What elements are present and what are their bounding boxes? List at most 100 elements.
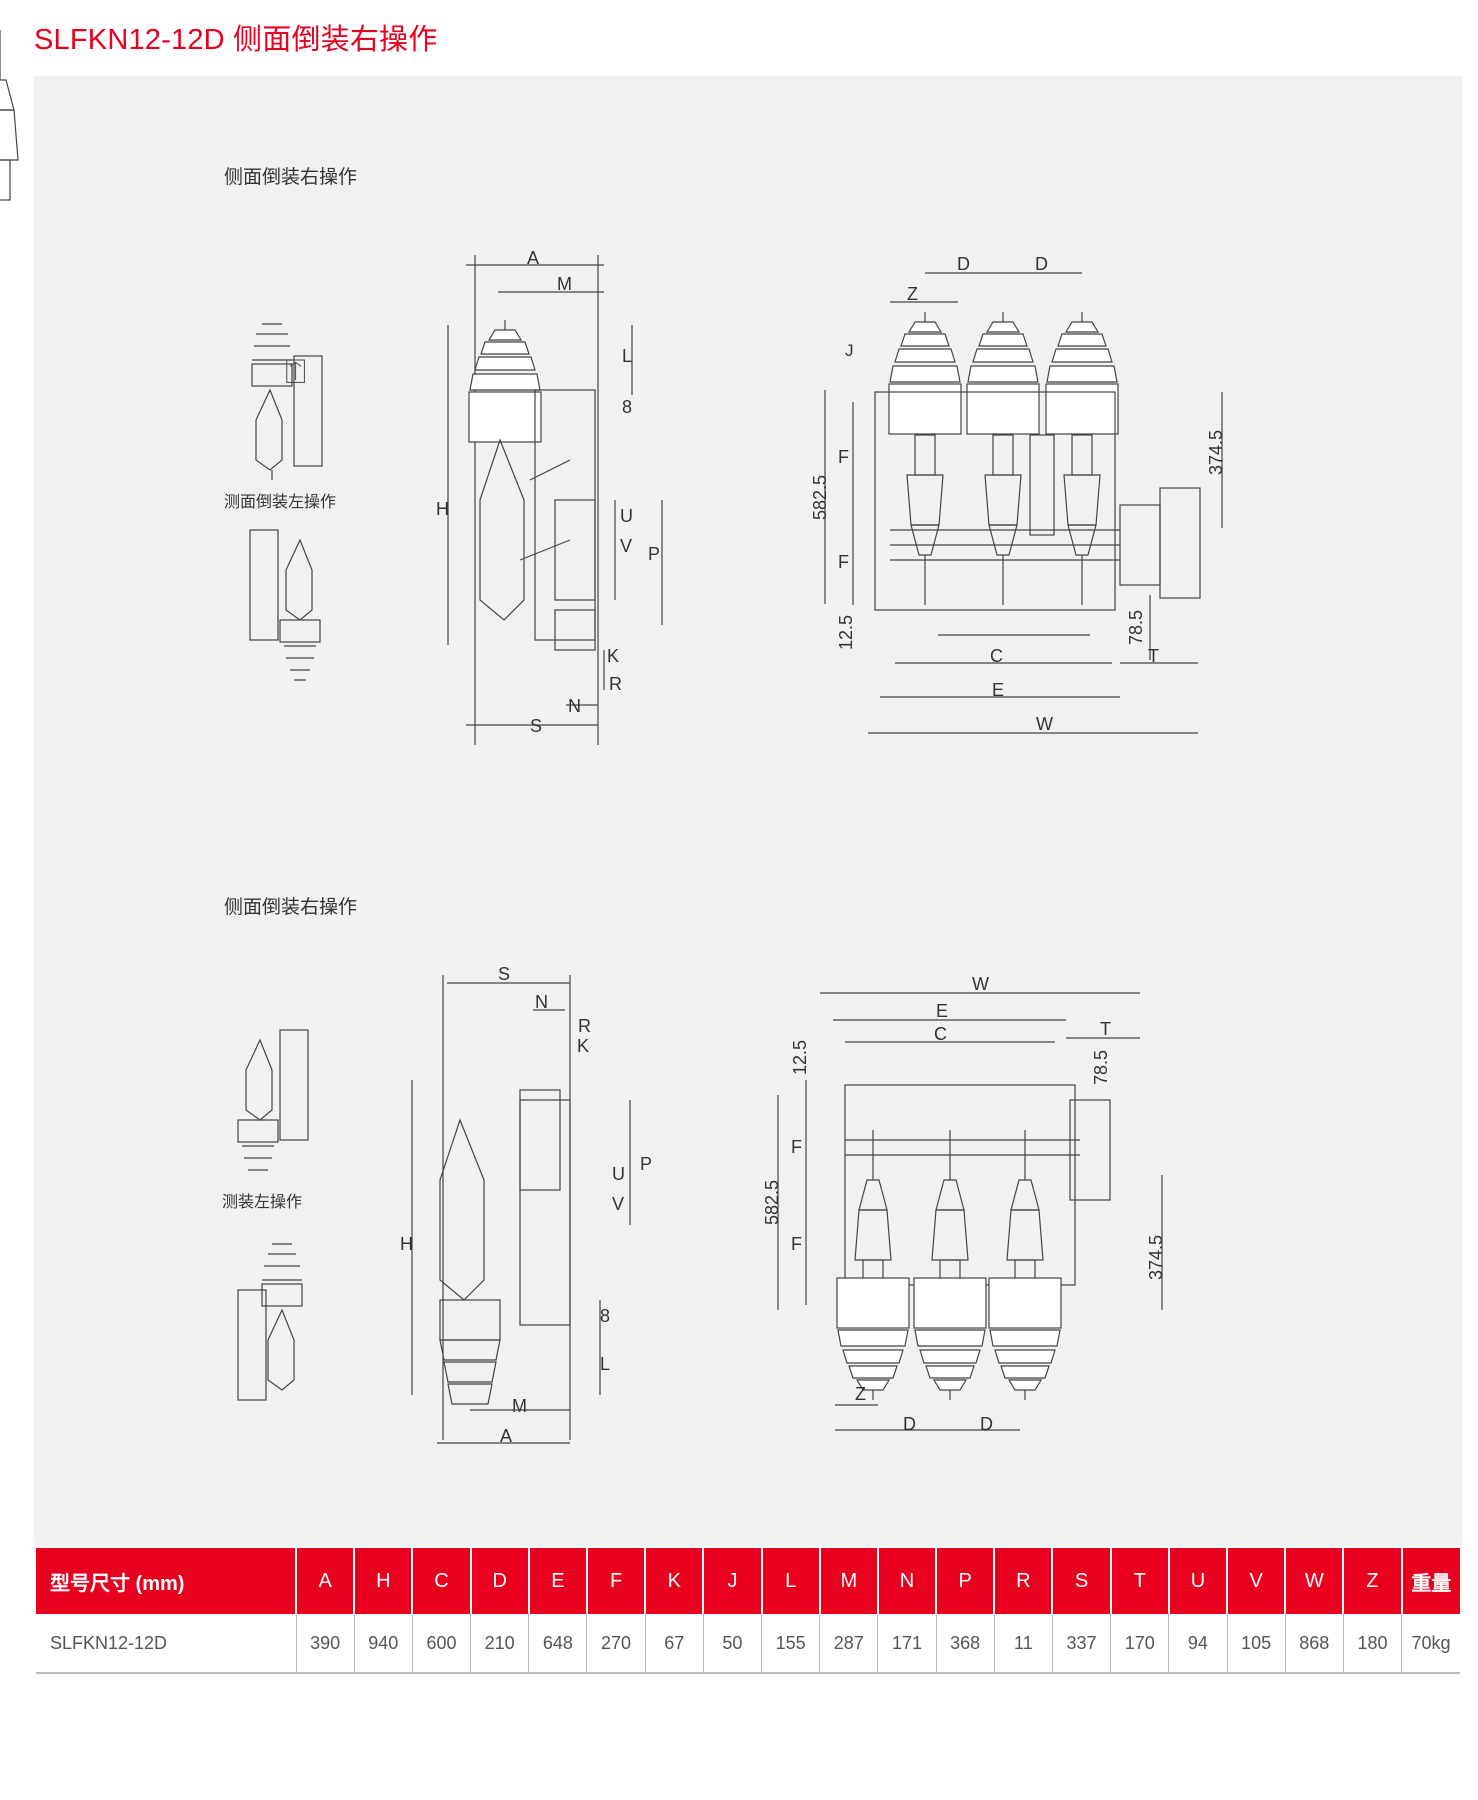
dim-3745-1: 374.5 [1206,430,1226,475]
dim-785-1: 78.5 [1126,610,1146,645]
header-J: J [702,1548,762,1614]
dim-582-2: 582.5 [762,1180,782,1225]
header-D: D [469,1548,529,1614]
dim-T-2: T [1100,1019,1111,1039]
dim-N-2: N [535,992,548,1012]
header-A: A [295,1548,355,1614]
header-Z: Z [1342,1548,1402,1614]
dim-D-1b: D [1035,254,1048,274]
header-weight: 重量 [1400,1548,1460,1614]
dim-C-2: C [934,1024,947,1044]
dim-Z-2: Z [855,1384,866,1404]
dim-E-2: E [936,1001,948,1021]
side-view-small-lower [249,529,321,681]
dim-W-2: W [972,974,989,994]
section-2-label: 侧面倒装右操作 [224,896,358,918]
table-row: SLFKN12-12D 390 940 600 210 648 270 67 5… [36,1614,1460,1674]
dim-U-1: U [620,506,633,526]
dim-V-1: V [620,536,632,556]
cell-L: 155 [761,1614,820,1674]
dim-785-2: 78.5 [1091,1050,1111,1085]
side-view-2 [411,975,631,1444]
cell-V: 105 [1226,1614,1286,1674]
dim-E-1: E [992,680,1004,700]
cell-weight: 70kg [1401,1614,1460,1674]
header-S: S [1051,1548,1111,1614]
header-model: 型号尺寸 (mm) [36,1548,297,1614]
dim-R-1: R [609,674,622,694]
dim-P-2: P [640,1154,652,1174]
dim-H-1: H [436,499,449,519]
dim-J-1: J [845,341,854,360]
page-title: SLFKN12-12D 侧面倒装右操作 [34,24,438,56]
dim-V-2: V [612,1194,624,1214]
dim-F-1b: F [838,552,849,572]
dim-D-2b: D [980,1414,993,1434]
header-M: M [818,1548,878,1614]
cell-N: 171 [877,1614,937,1674]
cell-S: 337 [1051,1614,1111,1674]
header-L: L [760,1548,820,1614]
side-view-small-upper-2 [237,1029,309,1171]
header-V: V [1226,1548,1286,1614]
dim-K-1: K [607,646,619,666]
cell-U: 94 [1168,1614,1228,1674]
section-1-small-caption: 测面倒装左操作 [224,492,337,511]
side-view-1 [447,255,663,745]
header-K: K [644,1548,704,1614]
cell-R: 11 [993,1614,1053,1674]
dim-125-1: 12.5 [836,615,856,650]
dim-S-1: S [530,716,542,736]
header-N: N [876,1548,937,1614]
cell-W: 868 [1284,1614,1344,1674]
dim-D-1a: D [957,254,970,274]
cell-D: 210 [470,1614,529,1674]
dim-A-2: A [500,1426,512,1446]
cell-M: 287 [819,1614,878,1674]
cell-K: 67 [644,1614,704,1674]
dim-L-1: L [622,346,632,366]
section-1-label: 侧面倒装右操作 [224,166,358,188]
cell-T: 170 [1110,1614,1169,1674]
cell-H: 940 [353,1614,413,1674]
dim-D-2a: D [903,1414,916,1434]
dim-A-1: A [527,248,539,268]
header-E: E [527,1548,587,1614]
header-R: R [993,1548,1053,1614]
dim-125-2: 12.5 [790,1040,810,1075]
front-view-2 [0,29,1163,1431]
dim-S-2: S [498,964,510,984]
header-T: T [1109,1548,1169,1614]
cell-J: 50 [702,1614,762,1674]
cell-A: 390 [295,1614,355,1674]
front-view-1 [824,272,1223,734]
section-2-small-caption: 测装左操作 [222,1192,303,1211]
side-view-small-upper [251,323,323,480]
dim-C-1: C [990,646,1003,666]
dim-K-2: K [577,1036,589,1056]
dim-M-1: M [557,274,572,294]
cell-F: 270 [586,1614,646,1674]
dim-582-1: 582.5 [810,475,830,520]
dim-8-1: 8 [622,397,632,417]
dim-R-2: R [578,1016,591,1036]
side-view-small-lower-2 [237,1243,303,1401]
header-U: U [1167,1548,1228,1614]
spec-table-header-row: 型号尺寸 (mm) A H C D E F K J L M N P R S T … [36,1548,1460,1614]
dim-H-2: H [400,1234,413,1254]
header-H: H [353,1548,413,1614]
dim-W-1: W [1036,714,1053,734]
dim-U-2: U [612,1164,625,1184]
dim-F-2a: F [791,1137,802,1157]
cell-C: 600 [411,1614,471,1674]
cell-Z: 180 [1342,1614,1402,1674]
cell-P: 368 [935,1614,995,1674]
dim-P-1: P [648,544,660,564]
dim-T-1: T [1148,646,1159,666]
header-P: P [935,1548,995,1614]
dim-L-2: L [600,1354,610,1374]
drawing-panel [34,76,1462,1546]
cell-model: SLFKN12-12D [36,1614,297,1674]
dim-F-1a: F [838,447,849,467]
dim-M-2: M [512,1396,527,1416]
